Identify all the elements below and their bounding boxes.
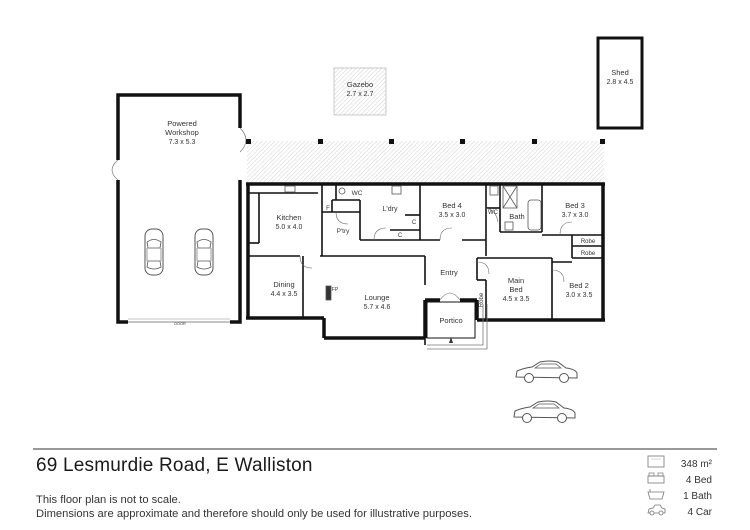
- dining-dim: 4.4 x 3.5: [271, 291, 298, 298]
- door-label: DOOR: [174, 322, 186, 326]
- bed2-name: Bed 2: [569, 281, 589, 290]
- laundry-label: L'dry: [383, 206, 398, 213]
- bed2-dim: 3.0 x 3.5: [566, 292, 593, 299]
- stat-area: 348 m²: [680, 459, 712, 470]
- mainbed-name-1: Main: [508, 276, 524, 285]
- car-icon: [647, 504, 666, 516]
- property-address: 69 Lesmurdie Road, E Walliston: [36, 455, 313, 476]
- bath-label: Bath: [509, 212, 524, 221]
- mainbed-name-2: Bed: [509, 285, 522, 294]
- shed-name: Shed: [611, 68, 629, 77]
- pantry-label: P'try: [337, 228, 351, 235]
- area-icon: [647, 455, 665, 468]
- disclaimer-line-2: Dimensions are approximate and therefore…: [36, 508, 472, 520]
- workshop-car-left: [144, 228, 164, 276]
- bed4-dim: 3.5 x 3.0: [439, 212, 466, 219]
- disclaimer-line-1: This floor plan is not to scale.: [36, 494, 181, 506]
- lounge-dim: 5.7 x 4.6: [364, 304, 391, 311]
- bed3-name: Bed 3: [565, 201, 585, 210]
- robe-2: Robe: [581, 251, 596, 257]
- entry-label: Entry: [440, 268, 458, 277]
- cupboard-1: C: [398, 233, 403, 239]
- bed3-dim: 3.7 x 3.0: [562, 212, 589, 219]
- shed: [596, 36, 644, 130]
- shed-dim: 2.8 x 4.5: [607, 79, 634, 86]
- house-walls: [246, 182, 605, 340]
- driveway-car-2: [513, 400, 576, 423]
- portico-label: Portico: [439, 316, 462, 325]
- dining-name: Dining: [273, 280, 294, 289]
- driveway-car-1: [515, 360, 578, 383]
- kitchen-name: Kitchen: [276, 213, 301, 222]
- bed4-name: Bed 4: [442, 201, 462, 210]
- cupboard-2: C: [412, 220, 417, 226]
- workshop-car-right: [194, 228, 214, 276]
- fridge-label: F: [326, 206, 330, 212]
- lounge-name: Lounge: [364, 293, 389, 302]
- robe-3: Robe: [479, 292, 485, 307]
- interior-walls: [248, 184, 603, 345]
- workshop: [111, 93, 247, 324]
- stat-baths: 1 Bath: [683, 491, 712, 502]
- stat-cars: 4 Car: [687, 507, 712, 518]
- bed-icon: [647, 472, 665, 484]
- stat-beds: 4 Bed: [685, 475, 712, 486]
- mainbed-dim: 4.5 x 3.5: [503, 296, 530, 303]
- robe-1: Robe: [581, 239, 596, 245]
- wc-2: WC: [488, 210, 499, 216]
- gazebo-name: Gazebo: [347, 80, 373, 89]
- workshop-name-1: Powered: [167, 119, 197, 128]
- kitchen-dim: 5.0 x 4.0: [276, 224, 303, 231]
- bath-icon: [647, 489, 665, 500]
- gazebo: [333, 67, 387, 116]
- verandah: [247, 141, 604, 183]
- fireplace-label: FP: [332, 287, 339, 293]
- workshop-dim: 7.3 x 5.3: [169, 139, 196, 146]
- wc-1: WC: [352, 190, 363, 197]
- workshop-name-2: Workshop: [165, 128, 199, 137]
- gazebo-dim: 2.7 x 2.7: [347, 91, 374, 98]
